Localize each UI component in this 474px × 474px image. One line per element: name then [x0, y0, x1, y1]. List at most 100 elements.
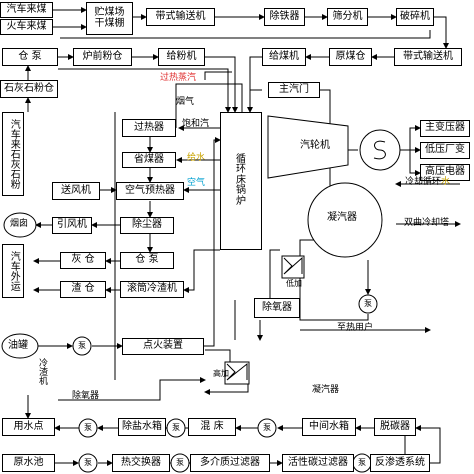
id-fan-box: 引风机: [52, 217, 92, 234]
main-valve-box: 主汽门: [268, 82, 320, 98]
cfb-boiler-label: 循 环 床 锅 炉: [236, 153, 246, 207]
coal-bunker-box: 原煤仓: [329, 48, 372, 66]
warehouse-pump-2-box: 仓 泵: [120, 252, 174, 269]
dust-remover-label: 除尘器: [132, 219, 162, 231]
chimney-label: 烟囱: [10, 219, 29, 229]
belt1-label: 带式输送机: [155, 10, 206, 22]
coal-feeder-box: 给煤机: [262, 48, 306, 66]
slag-cooler-label: 冷渣机: [37, 358, 47, 385]
ash-bin-box: 灰 仓: [60, 252, 106, 269]
cooling-cycle-label: 冷却循环水: [405, 178, 450, 187]
truck-limestone-box: 汽车来石灰石粉: [2, 112, 24, 196]
low-transformer-label: 低压厂变: [425, 144, 465, 156]
coal-yard-label: 贮煤场 干煤棚: [94, 7, 125, 29]
saturated-steam-label: 饱和汽: [182, 119, 210, 129]
limestone-bin-label: 石灰石粉仓: [4, 82, 54, 94]
screener-label: 筛分机: [332, 10, 363, 22]
coal-bunker-label: 原煤仓: [335, 50, 366, 62]
truck-out-label: 汽车外运: [8, 251, 20, 291]
truck-coal-label: 汽车来煤: [6, 3, 47, 15]
water-use-point-label: 用水点: [13, 420, 44, 432]
economizer-label: 省煤器: [134, 153, 164, 165]
truck-coal-box: 汽车来煤: [0, 2, 53, 18]
ash-bin-label: 灰 仓: [71, 254, 95, 266]
belt-conveyor-1: 带式输送机: [146, 8, 215, 26]
pump-label: 泵: [176, 458, 184, 467]
multi-media-filter-box: 多介质过滤器: [190, 454, 270, 472]
roller-cooler-label: 滚筒冷渣机: [127, 283, 177, 295]
carbon-filter-label: 活性碳过滤器: [288, 456, 348, 468]
heat-steam-label: 过热蒸汽: [160, 73, 197, 83]
ro-system-box: 反渗透系统: [370, 454, 430, 472]
pump-label: 泵: [364, 299, 372, 308]
air-preheater-box: 空气预热器: [116, 182, 184, 200]
flue-gas-label: 烟气: [176, 97, 195, 107]
crusher-label: 破碎机: [400, 10, 430, 22]
deaerator-flow-label: 除氧器: [72, 391, 100, 401]
warehouse-pump-2-label: 仓 泵: [135, 254, 159, 266]
cooling-cycle-prefix: 冷却循环: [405, 177, 442, 187]
low-heater-label: 低加: [286, 279, 302, 288]
warehouse-pump-box: 仓 泵: [2, 48, 58, 66]
truck-out-box: 汽车外运: [2, 244, 24, 298]
superheater-box: 过热器: [122, 119, 176, 137]
air-preheater-label: 空气预热器: [125, 184, 175, 196]
belt2-label: 带式输送机: [403, 50, 453, 62]
to-heat-user-label: 至热用户: [337, 323, 374, 333]
main-valve-label: 主汽门: [279, 83, 309, 95]
coal-yard-box: 贮煤场 干煤棚: [86, 2, 133, 35]
fd-fan-label: 送风机: [61, 184, 91, 196]
ro-system-label: 反渗透系统: [375, 456, 425, 468]
iron-remover-label: 除铁器: [269, 10, 300, 22]
powder-feeder-label: 给粉机: [166, 50, 197, 62]
hv-appliance-box: 高压电器: [420, 164, 470, 181]
pump-label: 泵: [358, 458, 366, 467]
limestone-bin-box: 石灰石粉仓: [0, 80, 58, 98]
main-transformer-box: 主变压器: [420, 120, 470, 137]
condenser-flow-label: 凝汽器: [312, 385, 340, 395]
cfb-boiler-box: 循 环 床 锅 炉: [220, 112, 262, 250]
decarbonizer-label: 脱碳器: [380, 420, 410, 432]
ignition-box: 点火装置: [122, 338, 204, 355]
desalt-tank-box: 除盐水箱: [118, 418, 166, 436]
desalt-tank-label: 除盐水箱: [122, 420, 162, 432]
furnace-bin-label: 炉前粉仓: [82, 50, 123, 62]
train-coal-label: 火车来煤: [6, 20, 47, 32]
belt-conveyor-2: 带式输送机: [394, 48, 462, 66]
heat-exchanger-label: 热交换器: [121, 456, 161, 468]
hv-appliance-label: 高压电器: [425, 166, 465, 178]
id-fan-label: 引风机: [57, 219, 87, 231]
coal-feeder-label: 给煤机: [269, 50, 299, 62]
mixed-bed-box: 混 床: [188, 418, 236, 436]
mid-tank-box: 中间水箱: [302, 418, 356, 436]
furnace-bin-box: 炉前粉仓: [73, 48, 132, 66]
cooling-tower-label: 双曲冷却塔: [404, 218, 450, 228]
dust-remover-box: 除尘器: [120, 217, 174, 234]
pump-label: 泵: [84, 423, 92, 432]
superheater-label: 过热器: [134, 121, 164, 133]
mixed-bed-label: 混 床: [200, 420, 224, 432]
ignition-label: 点火装置: [143, 340, 183, 352]
cooling-cycle-suffix: 水: [441, 177, 451, 187]
crusher-box: 破碎机: [396, 8, 434, 26]
fd-fan-box: 送风机: [52, 182, 100, 200]
roller-cooler-box: 滚筒冷渣机: [120, 281, 184, 298]
screener-box: 筛分机: [327, 8, 368, 26]
high-heater-label: 高加: [213, 369, 229, 378]
water-pool-box: 原水池: [2, 454, 55, 472]
carbon-filter-box: 活性碳过滤器: [282, 454, 354, 472]
deaerator-box: 除氧器: [254, 298, 300, 318]
feed-water-label: 给水: [187, 153, 206, 163]
pump-label: 泵: [78, 341, 86, 350]
slag-bin-label: 渣 仓: [71, 283, 95, 295]
pump-label: 泵: [263, 423, 271, 432]
turbine-label: 汽轮机: [300, 140, 330, 151]
economizer-box: 省煤器: [122, 152, 176, 168]
heat-exchanger-box: 热交换器: [112, 454, 170, 472]
low-transformer-box: 低压厂变: [420, 142, 470, 159]
pump-label: 泵: [84, 458, 92, 467]
truck-limestone-label: 汽车来石灰石粉: [8, 119, 20, 189]
mid-tank-label: 中间水箱: [309, 420, 349, 432]
oil-tank-label: 油罐: [8, 340, 28, 351]
